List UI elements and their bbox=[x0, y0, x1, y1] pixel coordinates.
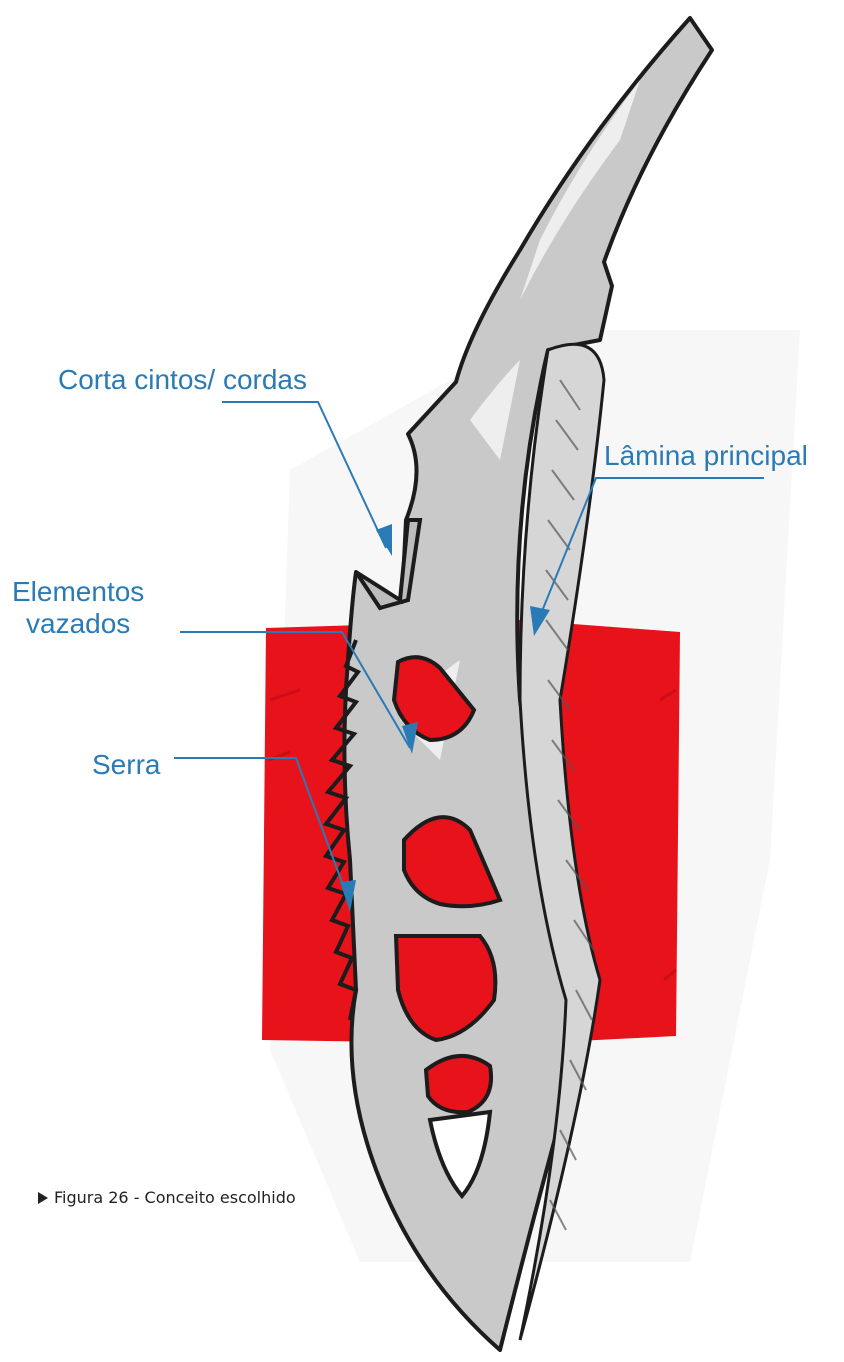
label-serra: Serra bbox=[92, 749, 160, 781]
caption-arrow-icon bbox=[38, 1192, 48, 1204]
cutout-4 bbox=[426, 1056, 491, 1112]
label-corta-cintos: Corta cintos/ cordas bbox=[58, 364, 307, 396]
caption-text: Figura 26 - Conceito escolhido bbox=[54, 1188, 296, 1207]
label-lamina-principal: Lâmina principal bbox=[604, 440, 808, 472]
label-elementos-vazados: Elementos vazados bbox=[12, 576, 144, 640]
figure-caption: Figura 26 - Conceito escolhido bbox=[38, 1188, 296, 1207]
